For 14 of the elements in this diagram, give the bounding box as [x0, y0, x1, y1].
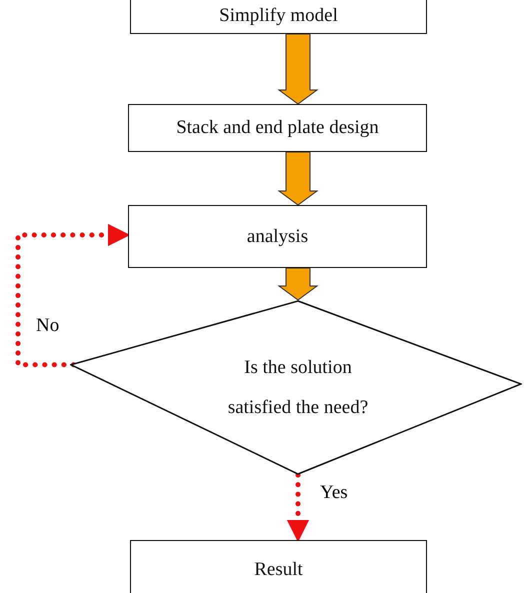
block-arrow: [277, 268, 319, 301]
block-arrow: [277, 34, 319, 105]
block-arrow: [277, 152, 319, 206]
process-box: [128, 104, 427, 152]
process-box: [128, 205, 427, 268]
arrow: [16, 224, 130, 368]
process-text: Result: [254, 559, 303, 581]
arrow: [286, 472, 310, 542]
decision-text: Is the solution satisfied the need?: [228, 356, 368, 418]
process-text: Stack and end plate design: [176, 117, 379, 139]
process-text: Simplify model: [219, 5, 338, 27]
process-box: [130, 540, 427, 593]
process-text: analysis: [246, 226, 308, 248]
process-box: [130, 0, 427, 34]
